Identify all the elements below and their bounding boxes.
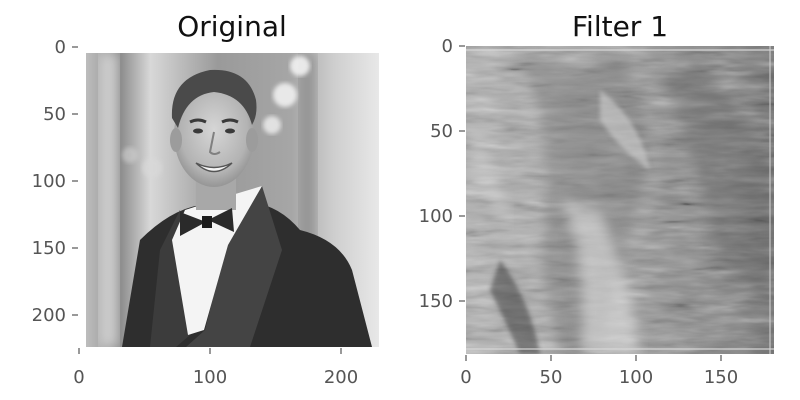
- x-tick-label: 0: [460, 367, 471, 388]
- original-x-axis: 0 100 200: [73, 348, 358, 388]
- y-tick-label: 0: [442, 36, 453, 57]
- x-tick-label: 200: [324, 367, 358, 388]
- panel-title-original: Original: [177, 10, 287, 43]
- original-y-axis: 0 50 100 150 200: [32, 37, 78, 326]
- y-tick-label: 50: [43, 104, 66, 125]
- y-tick-label: 50: [430, 121, 453, 142]
- y-tick-label: 200: [32, 305, 66, 326]
- original-photo: [86, 53, 379, 347]
- y-tick-label: 150: [419, 291, 453, 312]
- y-tick-label: 100: [419, 206, 453, 227]
- x-tick-label: 100: [619, 367, 653, 388]
- y-tick-label: 150: [32, 238, 66, 259]
- x-tick-label: 50: [540, 367, 563, 388]
- filter-y-axis: 0 50 100 150: [419, 36, 465, 312]
- filter-x-axis: 0 50 100 150: [460, 355, 738, 388]
- filter-response-image: [466, 46, 774, 354]
- x-tick-label: 150: [704, 367, 738, 388]
- y-tick-label: 100: [32, 171, 66, 192]
- y-tick-label: 0: [55, 37, 66, 58]
- x-tick-label: 100: [193, 367, 227, 388]
- panel-title-filter: Filter 1: [572, 10, 668, 43]
- x-tick-label: 0: [73, 367, 84, 388]
